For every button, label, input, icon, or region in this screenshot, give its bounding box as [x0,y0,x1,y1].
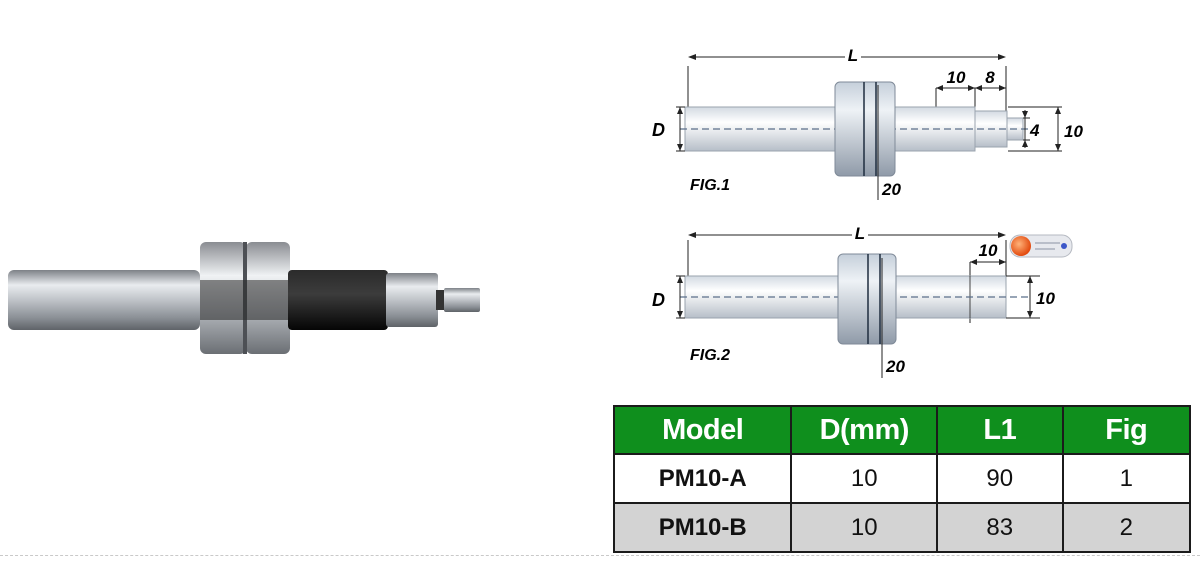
dim-d-label: D [652,290,665,310]
probe-tip [444,288,480,312]
dimension-tip: 4 10 [1008,106,1083,152]
divider-line [0,555,1200,556]
figure-2-drawing: L 10 D 10 [652,224,1073,378]
dim-collar-label: 20 [885,357,905,376]
dimension-shank: 10 [1006,275,1055,319]
header-l1: L1 [936,405,1064,455]
fig1-caption: FIG.1 [690,177,730,194]
dim-shank-label: 10 [1064,122,1083,141]
dimension-l: L [687,224,1007,278]
dim-shank-label: 10 [1036,289,1055,308]
header-diameter: D(mm) [790,405,939,455]
cell-diameter: 10 [790,453,939,504]
cell-model: PM10-B [612,502,793,553]
shank [8,270,200,330]
shaft [680,106,1030,152]
cell-fig: 1 [1061,453,1191,504]
spec-table: Model D(mm) L1 Fig PM10-A 10 90 1 PM10-B… [612,405,1191,553]
dim-l-label: L [848,46,858,65]
dim-collar-label: 20 [881,180,901,199]
cell-l1: 90 [936,453,1064,504]
dimension-d: D [652,275,685,319]
probe-body [386,273,444,327]
dim-l-label: L [855,224,865,243]
cell-fig: 2 [1061,502,1191,553]
table-header-row: Model D(mm) L1 Fig [612,405,1191,455]
collar-drawing [837,253,897,345]
cell-l1: 83 [936,502,1064,553]
collar-drawing [834,81,896,177]
dim-10-label: 10 [979,241,998,260]
led-indicator [1009,234,1073,258]
table-row: PM10-A 10 90 1 [612,453,1191,504]
cell-diameter: 10 [790,502,939,553]
collar [200,242,290,354]
dim-4-label: 4 [1029,121,1040,140]
table-row: PM10-B 10 83 2 [612,502,1191,553]
shaft [680,275,1030,319]
black-sleeve [288,270,388,330]
edge-finder-photo [8,242,480,354]
figure-1-drawing: L 10 8 D 4 [652,46,1083,200]
dim-8-label: 8 [985,68,995,87]
dimension-d: D [652,106,685,152]
dim-d-label: D [652,120,665,140]
dimension-collar: 20 [881,258,905,378]
fig2-caption: FIG.2 [690,347,730,364]
dim-10-label: 10 [947,68,966,87]
dimension-collar: 20 [877,85,901,200]
header-fig: Fig [1061,405,1191,455]
header-model: Model [612,405,793,455]
cell-model: PM10-A [612,453,793,504]
